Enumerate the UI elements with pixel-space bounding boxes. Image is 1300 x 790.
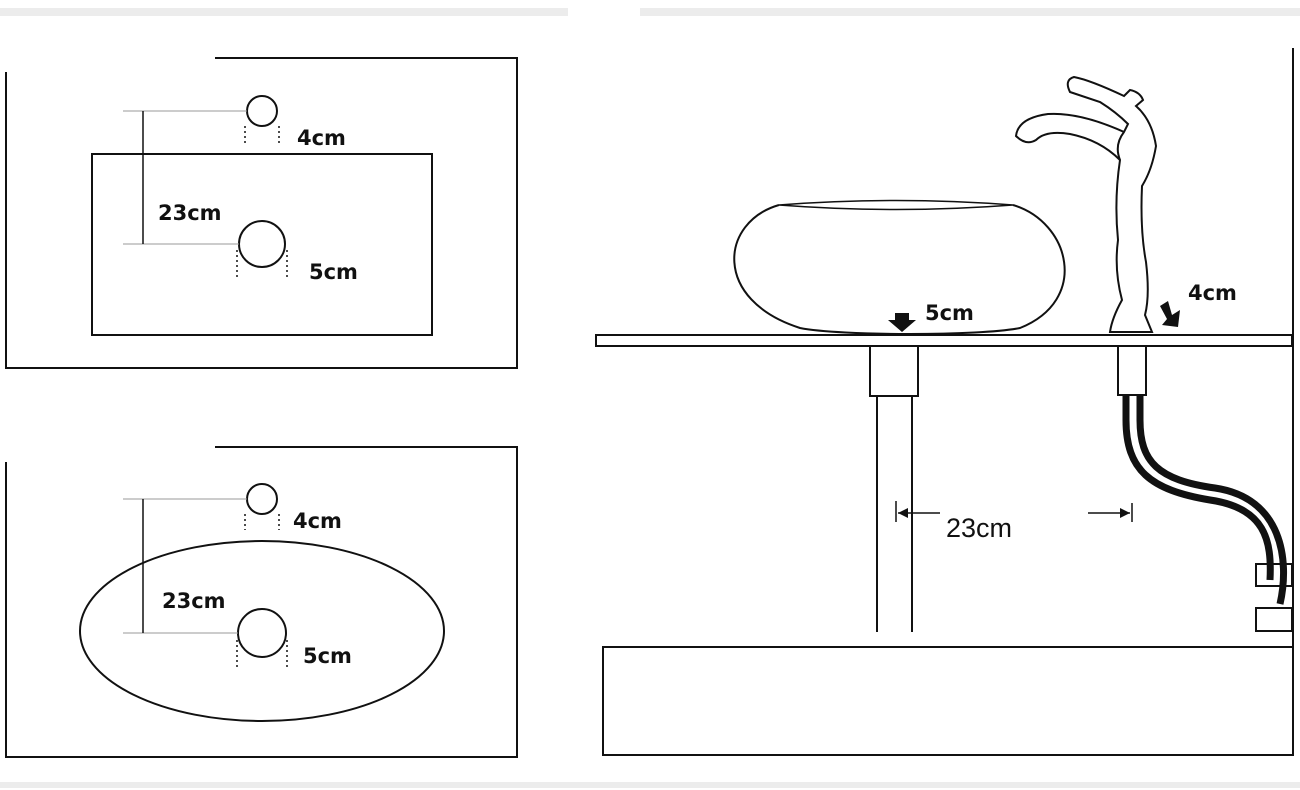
top-divider-right bbox=[640, 8, 1300, 16]
panel-frame bbox=[5, 446, 518, 758]
faucet-hole-label: 4cm bbox=[293, 509, 342, 533]
oval-basin-panel: 4cm 5cm 23cm bbox=[5, 446, 518, 758]
countertop bbox=[595, 334, 1293, 347]
faucet-connector bbox=[1117, 345, 1147, 396]
spacing-label: 23cm bbox=[946, 513, 1012, 543]
spacing-arrowhead-left bbox=[898, 508, 908, 518]
spacing-label: 23cm bbox=[158, 201, 222, 225]
vessel-bowl bbox=[733, 204, 1066, 335]
top-divider-left bbox=[0, 8, 568, 16]
drain-hole bbox=[237, 608, 287, 658]
spacing-arrowhead-right bbox=[1120, 508, 1130, 518]
drain-hole bbox=[238, 220, 286, 268]
panel-frame bbox=[5, 57, 518, 369]
drain-pipe-fitting bbox=[869, 345, 919, 397]
faucet-hole-label: 4cm bbox=[297, 126, 346, 150]
hose-valve-upper bbox=[1255, 563, 1293, 587]
drain-hole-label: 5cm bbox=[303, 644, 352, 668]
rect-basin-panel: 4cm 5cm 23cm bbox=[5, 57, 518, 369]
side-view-panel: 5cm 4cm 23cm bbox=[595, 48, 1294, 756]
faucet-spout bbox=[1014, 112, 1125, 161]
drain-hole-label: 5cm bbox=[309, 260, 358, 284]
faucet-label: 4cm bbox=[1188, 281, 1237, 305]
oval-basin-outline bbox=[79, 540, 445, 722]
supply-hose-1 bbox=[1122, 395, 1274, 581]
bottom-divider bbox=[0, 782, 1300, 788]
faucet-hole bbox=[246, 483, 278, 515]
hose-valve-lower bbox=[1255, 607, 1293, 632]
rect-basin-outline bbox=[91, 153, 433, 336]
faucet-arrow-icon bbox=[1160, 301, 1180, 327]
faucet-silhouette bbox=[1066, 75, 1158, 333]
drain-arrow-icon bbox=[888, 313, 916, 332]
spacing-label: 23cm bbox=[162, 589, 226, 613]
faucet-hole bbox=[246, 95, 278, 127]
cabinet bbox=[602, 646, 1294, 756]
drain-label: 5cm bbox=[925, 301, 974, 325]
vessel-bowl-rim bbox=[778, 199, 1014, 211]
supply-hose-2 bbox=[1136, 395, 1288, 605]
